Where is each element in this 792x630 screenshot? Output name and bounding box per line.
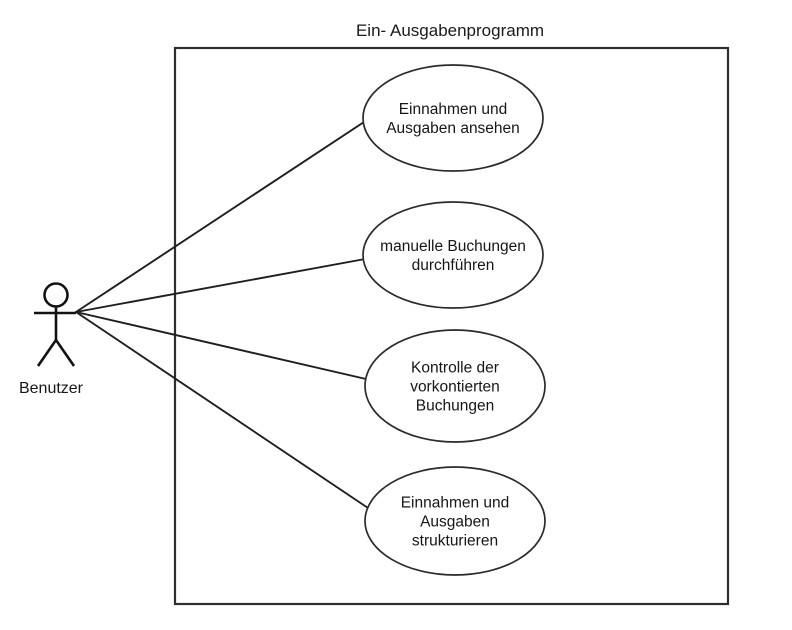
association-line[interactable]	[75, 121, 365, 313]
actor-benutzer[interactable]: Benutzer	[19, 282, 84, 398]
association-lines	[75, 121, 369, 509]
use-case-ellipse	[362, 201, 544, 309]
use-case-ellipse	[364, 329, 546, 443]
actor-left-leg-line	[36, 339, 58, 367]
actor-right-leg-line	[54, 339, 76, 367]
use-case-ellipse	[362, 64, 544, 172]
system-title: Ein- Ausgabenprogramm	[356, 21, 544, 40]
actor-head-icon	[43, 282, 69, 308]
use-case-ellipse	[364, 466, 546, 576]
association-line[interactable]	[75, 311, 369, 509]
association-line[interactable]	[75, 311, 367, 380]
actor-label: Benutzer	[19, 380, 84, 397]
association-line[interactable]	[75, 258, 366, 313]
